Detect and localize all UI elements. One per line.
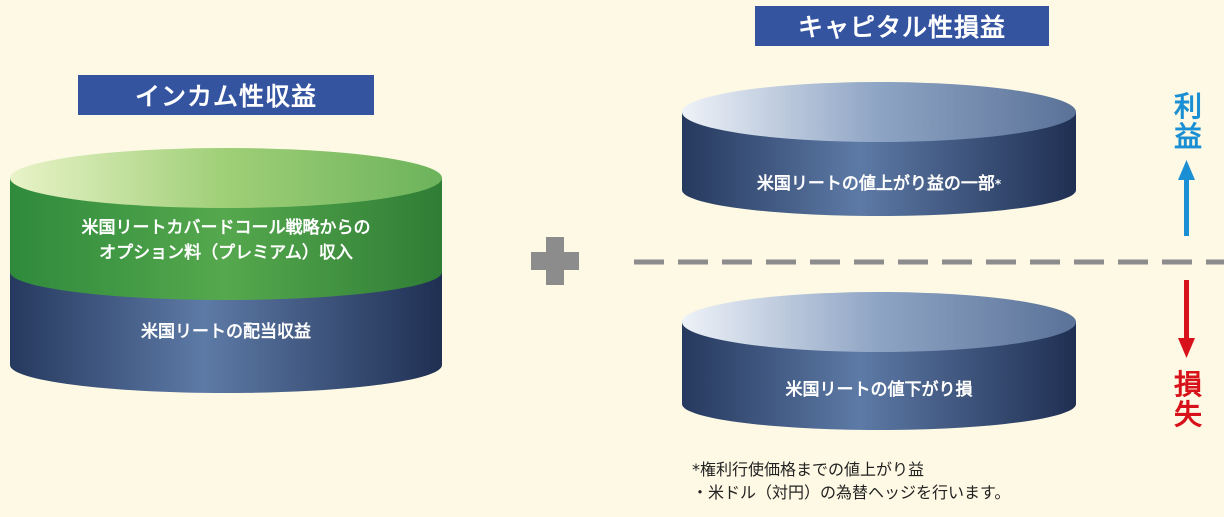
income-top-layer [10,178,442,300]
appreciation-gain-text: 米国リートの値上がり益の一部 [756,174,995,194]
up-arrow-icon [1178,160,1195,236]
dividend-income-label: 米国リートの配当収益 [141,322,311,342]
profit-char-1: 利 [1173,90,1202,123]
income-header: インカム性収益 [78,75,374,115]
income-cylinder [10,148,442,393]
footnote-mark: * [994,177,1002,191]
profit-label: 利 益 [1168,92,1208,152]
depreciation-loss-label: 米国リートの値下がり損 [785,380,973,400]
income-bottom-layer [10,272,442,393]
loss-char-2: 失 [1173,398,1202,431]
gain-cylinder [682,82,1076,216]
option-premium-label: 米国リートカバードコール戦略からの オプション料（プレミアム）収入 [10,216,442,266]
option-premium-line1: 米国リートカバードコール戦略からの [81,218,371,238]
income-top-face [10,148,442,208]
appreciation-gain-label: 米国リートの値上がり益の一部* [682,172,1076,197]
footnote-currency-hedge: ・米ドル（対円）の為替ヘッジを行います。 [692,483,1011,502]
profit-char-2: 益 [1173,120,1202,153]
income-header-text: インカム性収益 [134,82,317,111]
footnote-strike-price: *権利行使価格までの値上がり益 [692,460,925,479]
plus-icon [531,237,579,285]
option-premium-line2: オプション料（プレミアム）収入 [99,243,353,263]
capital-header: キャピタル性損益 [755,6,1049,46]
capital-header-text: キャピタル性損益 [797,13,1006,42]
loss-char-1: 損 [1173,368,1202,401]
loss-label: 損 失 [1168,370,1208,430]
down-arrow-icon [1178,280,1195,358]
loss-cylinder [682,292,1076,430]
